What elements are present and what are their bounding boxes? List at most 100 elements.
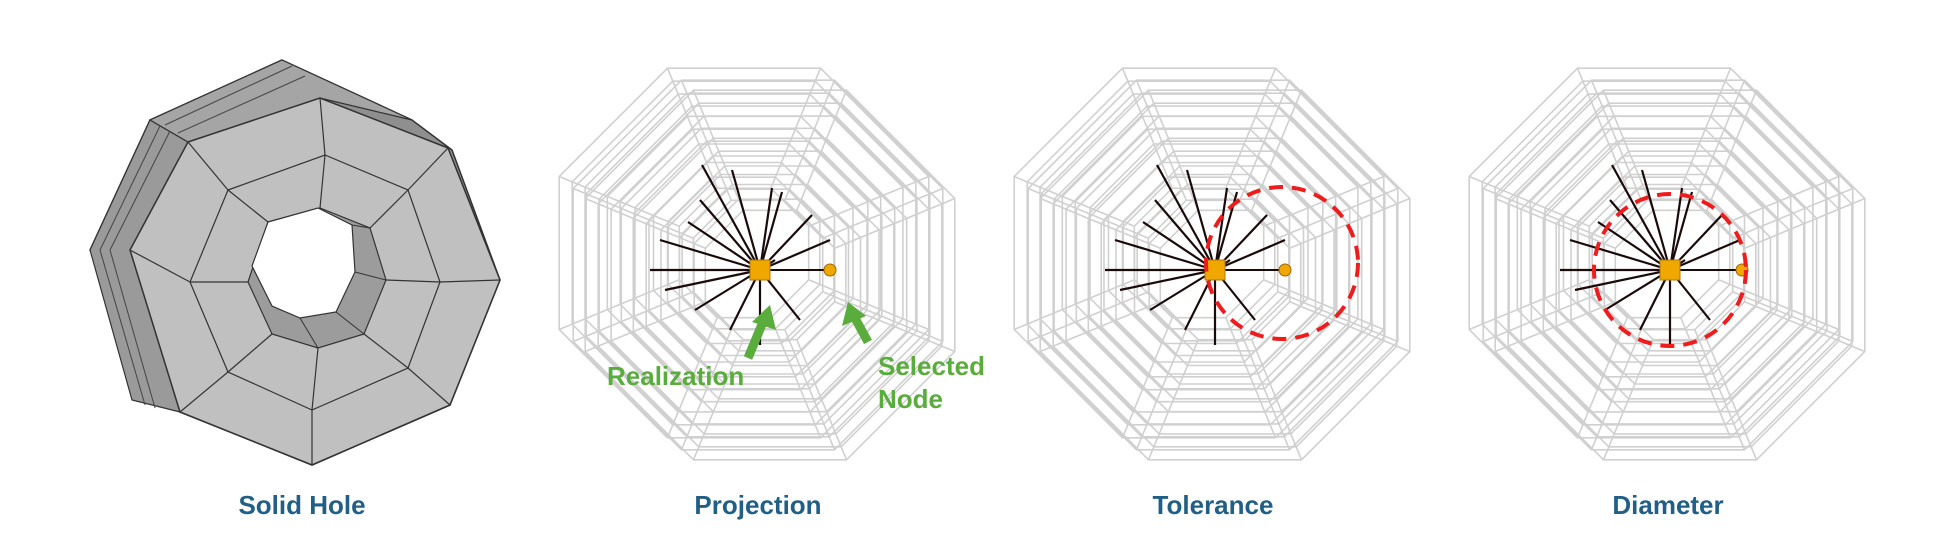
spoke-line [1604, 269, 1671, 311]
wire-octagon [1494, 89, 1866, 461]
wire-edge [1147, 339, 1199, 461]
wire-edge [1602, 89, 1654, 211]
wire-edge [1039, 301, 1161, 353]
wire-edge [1263, 279, 1385, 331]
wire-edge [1706, 339, 1758, 461]
wire-octagon [1027, 79, 1399, 451]
wire-edge [1680, 67, 1732, 189]
wire-edge [1590, 79, 1642, 201]
wire-edge [572, 187, 694, 239]
wire-edge [796, 339, 848, 461]
caption-solid-hole: Solid Hole [238, 490, 366, 520]
wire-edge [1013, 279, 1135, 331]
wire-edge [1494, 301, 1616, 353]
wire-edge [796, 89, 848, 211]
projection-wireframe [558, 67, 956, 461]
realization-node-icon [749, 259, 771, 281]
wire-octagon [1039, 89, 1411, 461]
wire-edge [1251, 339, 1303, 461]
tolerance-circle [1204, 185, 1360, 341]
wire-edge [584, 301, 706, 353]
wire-edge [1744, 197, 1866, 249]
selected-node-arrow-icon [842, 302, 872, 345]
spoke-line [1142, 221, 1216, 271]
spoke-line [1597, 221, 1671, 271]
spoke-line [659, 238, 761, 272]
realization-node-icon [1659, 259, 1681, 281]
spoke-line [1213, 187, 1229, 271]
wire-edge [1718, 279, 1840, 331]
wire-edge [1289, 197, 1411, 249]
spoke-line [1611, 164, 1671, 271]
wire-edge [692, 339, 744, 461]
wire-edge [770, 67, 822, 189]
wire-edge [1680, 317, 1732, 439]
caption-diameter: Diameter [1612, 490, 1724, 520]
spoke-line [1156, 164, 1216, 271]
spoke-line [1149, 269, 1216, 311]
wire-edge [666, 317, 718, 439]
wire-edge [822, 291, 944, 343]
spoke-line [1574, 268, 1671, 292]
spoke-line [1214, 238, 1286, 272]
wire-edge [1602, 339, 1654, 461]
spoke-line [758, 191, 784, 271]
wire-edge [1135, 79, 1187, 201]
spoke-line [687, 221, 761, 271]
wire-edge [584, 197, 706, 249]
wire-edge [692, 89, 744, 211]
solid-hole-model [89, 59, 501, 466]
realization-arrow-icon [743, 305, 776, 360]
selected-node-label: Selected Node [878, 350, 985, 416]
wire-edge [1494, 197, 1616, 249]
realization-label: Realization [607, 361, 745, 391]
wire-edge [1706, 89, 1758, 211]
wire-edge [1468, 279, 1590, 331]
spoke-line [701, 164, 761, 271]
diameter-wireframe [1468, 67, 1866, 461]
tolerance-wireframe [1013, 67, 1411, 461]
spoke-line [1185, 169, 1217, 271]
wire-edge [1121, 317, 1173, 439]
wire-edge [1732, 291, 1854, 343]
caption-tolerance: Tolerance [1152, 490, 1274, 520]
wire-edge [680, 79, 732, 201]
wire-edge [808, 175, 930, 227]
spoke-line [1669, 238, 1741, 272]
spoke-line [1668, 187, 1684, 271]
spoke-line [730, 169, 762, 271]
wire-edge [784, 79, 836, 201]
selected-node-icon [1278, 263, 1292, 277]
wire-octagon [1013, 67, 1385, 439]
diameter-circle [1592, 192, 1748, 348]
spoke-line [1569, 238, 1671, 272]
wire-edge [1225, 317, 1277, 439]
wire-edge [770, 317, 822, 439]
wire-octagon [558, 67, 930, 439]
spoke-line [1114, 238, 1216, 272]
wire-edge [1576, 317, 1628, 439]
selected-node-icon [823, 263, 837, 277]
spoke-line [664, 268, 761, 292]
wire-edge [1694, 329, 1746, 451]
wire-octagon [1468, 67, 1840, 439]
wire-edge [1147, 89, 1199, 211]
spoke-line [759, 238, 831, 272]
wire-edge [808, 279, 930, 331]
wire-edge [1744, 301, 1866, 353]
spoke-line [1640, 169, 1672, 271]
wire-edge [1239, 329, 1291, 451]
wire-edge [1039, 197, 1161, 249]
selected-node-label-line1: Selected [878, 351, 985, 381]
wire-edge [1289, 301, 1411, 353]
wire-edge [784, 329, 836, 451]
wire-edge [1239, 79, 1291, 201]
wire-octagon [1482, 79, 1854, 451]
wire-edge [558, 279, 680, 331]
spoke-line [699, 199, 761, 271]
wire-octagon [584, 89, 956, 461]
wire-edge [834, 197, 956, 249]
wire-octagon [572, 79, 944, 451]
